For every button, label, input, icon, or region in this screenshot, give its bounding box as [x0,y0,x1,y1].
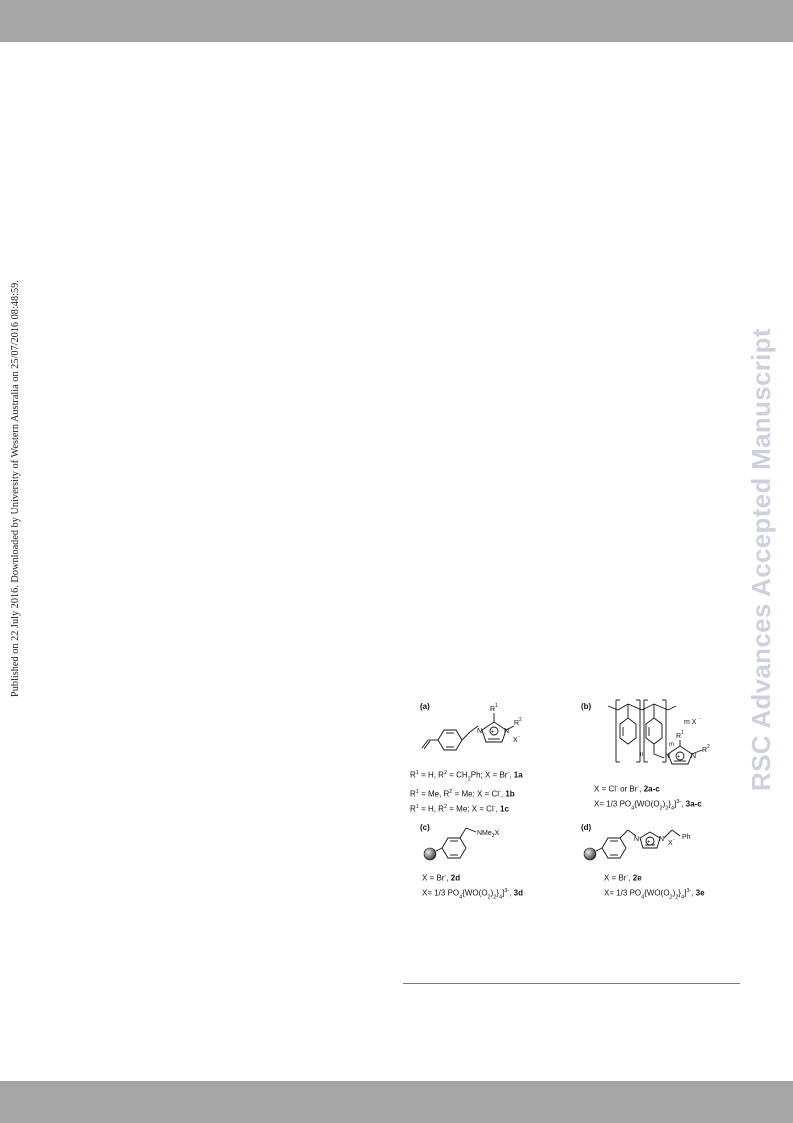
legend-2a-c: X = Cl- or Br-, 2a-c [594,784,660,794]
panel-b-r2-sup: 2 [707,744,710,750]
panel-a-structure: N N + R 1 R 2 X - [421,703,522,751]
panel-a-x-sup: - [518,734,520,740]
panel-a-legend: R1 = H, R2 = CH2Ph; X = Br-, 1a R1 = Me,… [410,767,523,816]
panel-a-r2: R [514,720,519,727]
panel-b-label: (b) [581,702,592,711]
panel-b-r1: R [676,733,681,740]
panel-b-plus: + [677,755,681,761]
panel-b-legend: X = Cl- or Br-, 2a-c X= 1/3 PO4{WO(O2)2}… [594,781,702,815]
panel-c-legend: X = Br-, 2d X= 1/3 PO4{WO(O2)2}4]3-, 3d [422,870,523,904]
legend-1c: R1 = H, R2 = Me; X = Cl-, 1c [410,803,509,814]
panel-a-label: (a) [420,702,430,711]
legend-3e: X= 1/3 PO4{WO(O2)2}4]3-, 3e [604,888,705,901]
panel-d-structure: N N + X - Ph [583,829,691,861]
panel-c-label: (c) [420,823,430,832]
panel-a-x: X [513,737,518,744]
legend-3d: X= 1/3 PO4{WO(O2)2}4]3-, 3d [422,888,523,901]
legend-3a-c: X= 1/3 PO4{WO(O2)2}4]3-, 3a-c [594,799,702,812]
panel-b-n2: N [691,753,696,760]
panel-a-r1-sup: 1 [495,703,498,709]
panel-b-n1: N [665,753,670,760]
panel-c-structure: NMe3X [423,827,500,861]
legend-2e: X = Br-, 2e [604,873,642,883]
top-header-band [0,0,793,42]
panel-c-group: NMe3X [477,830,500,839]
panel-b-r1-sup: 1 [681,730,684,736]
panel-d-label: (d) [581,823,592,832]
legend-1a: R1 = H, R2 = CH2Ph; X = Br-, 1a [410,770,523,783]
panel-a-plus: + [491,730,495,736]
panel-d-n2: N [659,836,664,843]
bottom-footer-band [0,1081,793,1123]
publication-side-note: Published on 22 July 2016. Downloaded by… [10,280,21,697]
panel-d-plus: + [647,840,651,846]
legend-2d: X = Br-, 2d [422,873,461,883]
panel-b-structure: m X - n m N N + R 1 R 2 [607,699,710,765]
resin-bead-icon [423,847,437,861]
panel-b-mx: m X [684,719,697,726]
footnote-divider [403,983,740,984]
panel-a-r1: R [490,706,495,713]
panel-d-x-sup: - [673,837,675,843]
panel-b-n-index: n [640,752,643,758]
accepted-manuscript-watermark: RSC Advances Accepted Manuscript [746,328,776,792]
panel-b-m-index: m [669,742,674,748]
panel-d-ph: Ph [682,834,691,841]
figure-catalyst-structures: (a) N N + R 1 R 2 X - R1 = H, R2 = CH2Ph… [398,696,748,916]
legend-1b: R1 = Me, R2 = Me; X = Cl-, 1b [410,788,515,799]
panel-b-r2: R [702,747,707,754]
panel-d-legend: X = Br-, 2e X= 1/3 PO4{WO(O2)2}4]3-, 3e [604,870,705,904]
panel-d-n1: N [634,836,639,843]
panel-a-n2: N [504,728,509,735]
panel-b-mx-sup: - [699,716,701,722]
resin-bead-icon [583,847,597,861]
panel-a-r2-sup: 2 [519,717,522,723]
panel-a-n1: N [477,728,482,735]
panel-d-x: X [668,840,673,847]
